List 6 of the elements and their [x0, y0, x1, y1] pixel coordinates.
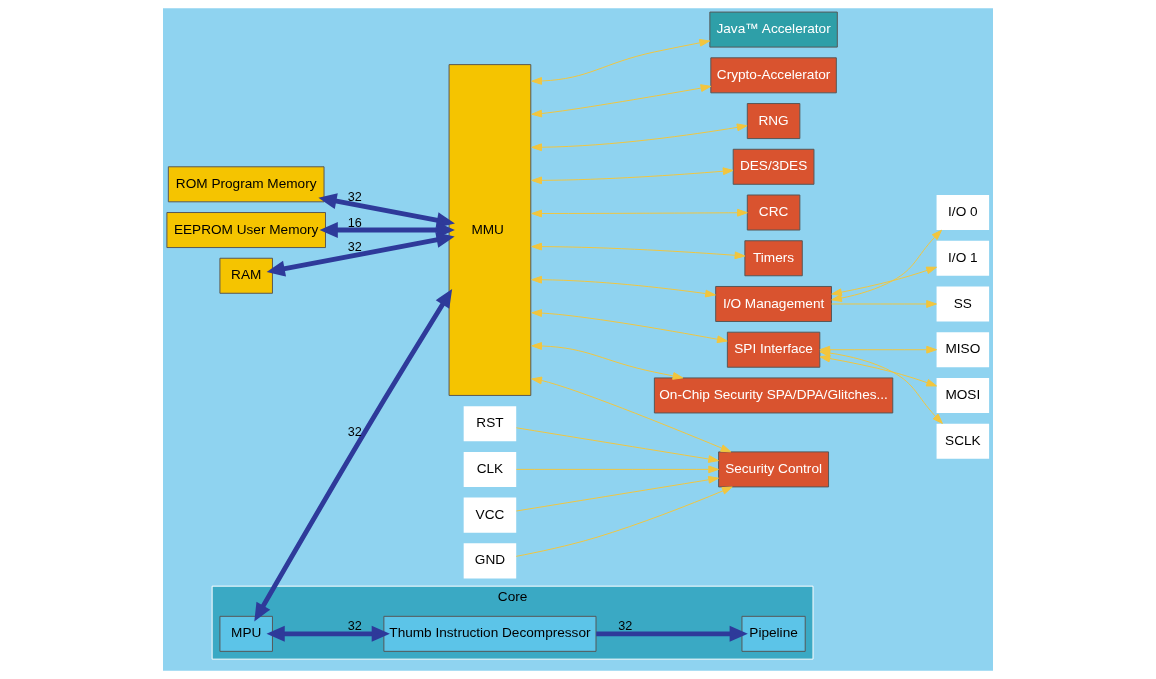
edge-label: 16	[347, 215, 362, 230]
edge-label: 32	[347, 424, 362, 439]
edge-label: 32	[347, 190, 362, 205]
edge-label: 32	[347, 239, 362, 254]
edge-label: 32	[347, 619, 362, 634]
edge-label: 32	[618, 619, 633, 634]
